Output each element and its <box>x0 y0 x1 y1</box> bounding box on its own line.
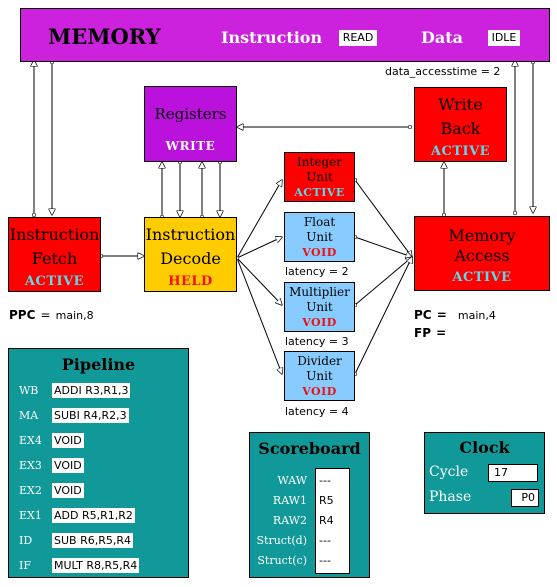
instruction-decode-title-line1: Instruction <box>145 225 236 244</box>
pipeline-stage-label: MA <box>19 409 39 422</box>
instruction-fetch-title-line2: Fetch <box>31 249 78 268</box>
pipeline-stage-label: EX2 <box>19 484 42 497</box>
integer-unit-title-line1: Integer <box>297 155 342 169</box>
scoreboard-row-value: R5 <box>319 494 334 507</box>
write-back-title-line1: Write <box>438 95 483 114</box>
scoreboard-row-label: WAW <box>277 474 307 487</box>
multiplier-unit-title-line2: Unit <box>306 300 333 314</box>
memory-data-label: Data <box>421 28 463 47</box>
scoreboard-row-label: RAW1 <box>272 494 307 507</box>
memory-access-status: ACTIVE <box>452 270 512 285</box>
float-unit-title-line1: Float <box>303 215 336 229</box>
multiplier-unit-latency: latency = 3 <box>285 335 349 348</box>
ppc-value: main,8 <box>55 309 94 322</box>
pipeline-stage-instruction: SUBI R4,R2,3 <box>52 408 129 423</box>
pipeline-stage-instruction: SUB R6,R5,R4 <box>52 533 133 548</box>
pipeline-stage-label: EX1 <box>19 509 42 522</box>
pipeline-stage-instruction: VOID <box>52 433 84 448</box>
scoreboard-values-box <box>315 468 350 574</box>
pipeline-stage-label: WB <box>19 384 39 397</box>
integer-unit-status: ACTIVE <box>294 186 345 199</box>
instruction-decode-title-line2: Decode <box>160 249 221 268</box>
pipeline-stage-label: EX4 <box>19 434 42 447</box>
scoreboard-panel: Scoreboard <box>249 432 370 578</box>
pipeline-stage-instruction: ADD R5,R1,R2 <box>52 508 135 523</box>
divider-unit-title-line2: Unit <box>306 369 333 383</box>
clock-panel: Clock Cycle 17 Phase P0 <box>424 432 545 514</box>
write-back-block: Write Back ACTIVE <box>414 87 507 162</box>
registers-block: Registers WRITE <box>144 86 237 162</box>
cycle-label: Cycle <box>429 464 469 480</box>
cycle-value: 17 <box>488 464 538 482</box>
pipeline-stage-instruction: VOID <box>52 458 84 473</box>
memory-block: MEMORY Instruction READ Data IDLE <box>20 8 550 62</box>
scoreboard-row-value: --- <box>319 554 331 567</box>
data-accesstime-label: data_accesstime = 2 <box>385 65 501 78</box>
pipeline-stage-label: ID <box>19 534 33 547</box>
scoreboard-row-value: --- <box>319 534 331 547</box>
memory-access-block: Memory Access ACTIVE <box>414 216 550 291</box>
scoreboard-row-label: RAW2 <box>272 514 307 527</box>
pc-label: PC <box>414 308 432 322</box>
float-unit-title-line2: Unit <box>306 230 333 244</box>
memory-data-state: IDLE <box>488 30 520 46</box>
pipeline-stage-instruction: VOID <box>52 483 84 498</box>
phase-value: P0 <box>511 489 539 507</box>
memory-access-title-line2: Access <box>454 246 510 265</box>
instruction-decode-block: Instruction Decode HELD <box>144 217 237 292</box>
instruction-fetch-block: Instruction Fetch ACTIVE <box>8 217 101 292</box>
scoreboard-row-label: Struct(d) <box>256 534 307 547</box>
ppc-readout: PPC = main,8 <box>9 304 94 323</box>
instruction-decode-status: HELD <box>168 274 213 289</box>
divider-unit-title-line1: Divider <box>297 354 342 368</box>
write-back-status: ACTIVE <box>430 144 491 159</box>
divider-unit-status: VOID <box>302 385 337 398</box>
fp-equals: = <box>436 326 447 340</box>
pipeline-stage-instruction: ADDI R3,R1,3 <box>52 383 131 398</box>
registers-status: WRITE <box>165 139 216 153</box>
instruction-fetch-title-line1: Instruction <box>9 225 100 244</box>
float-unit-block: Float Unit VOID <box>284 212 355 262</box>
float-unit-status: VOID <box>302 246 337 259</box>
integer-unit-title-line2: Unit <box>306 170 333 184</box>
memory-access-title-line1: Memory <box>448 226 516 245</box>
scoreboard-row-label: Struct(c) <box>257 554 307 567</box>
ppc-label: PPC <box>9 308 36 322</box>
multiplier-unit-title-line1: Multiplier <box>289 285 350 299</box>
divider-unit-block: Divider Unit VOID <box>284 351 355 401</box>
memory-instruction-label: Instruction <box>221 28 323 47</box>
pc-equals: = <box>436 308 447 322</box>
integer-unit-block: Integer Unit ACTIVE <box>284 152 355 202</box>
phase-label: Phase <box>429 489 472 505</box>
clock-title: Clock <box>459 438 510 457</box>
ppc-equals: = <box>40 308 51 322</box>
pc-value: main,4 <box>457 309 496 322</box>
registers-title: Registers <box>154 105 227 123</box>
memory-title: MEMORY <box>48 24 161 49</box>
scoreboard-row-value: R4 <box>319 514 334 527</box>
instruction-fetch-status: ACTIVE <box>24 274 85 289</box>
pipeline-title: Pipeline <box>61 355 136 374</box>
multiplier-unit-block: Multiplier Unit VOID <box>284 282 355 332</box>
pipeline-stage-label: EX3 <box>19 459 42 472</box>
fp-label: FP <box>414 326 431 340</box>
write-back-title-line2: Back <box>440 119 481 138</box>
scoreboard-row-value: --- <box>319 474 331 487</box>
divider-unit-latency: latency = 4 <box>285 405 349 418</box>
float-unit-latency: latency = 2 <box>285 265 349 278</box>
fp-readout: FP = <box>414 322 446 341</box>
scoreboard-title: Scoreboard <box>258 439 361 458</box>
memory-instruction-state: READ <box>339 30 377 46</box>
pc-readout: PC = main,4 <box>414 304 496 323</box>
multiplier-unit-status: VOID <box>302 316 337 329</box>
pipeline-stage-instruction: MULT R8,R5,R4 <box>52 558 140 573</box>
pipeline-stage-label: IF <box>19 559 31 572</box>
